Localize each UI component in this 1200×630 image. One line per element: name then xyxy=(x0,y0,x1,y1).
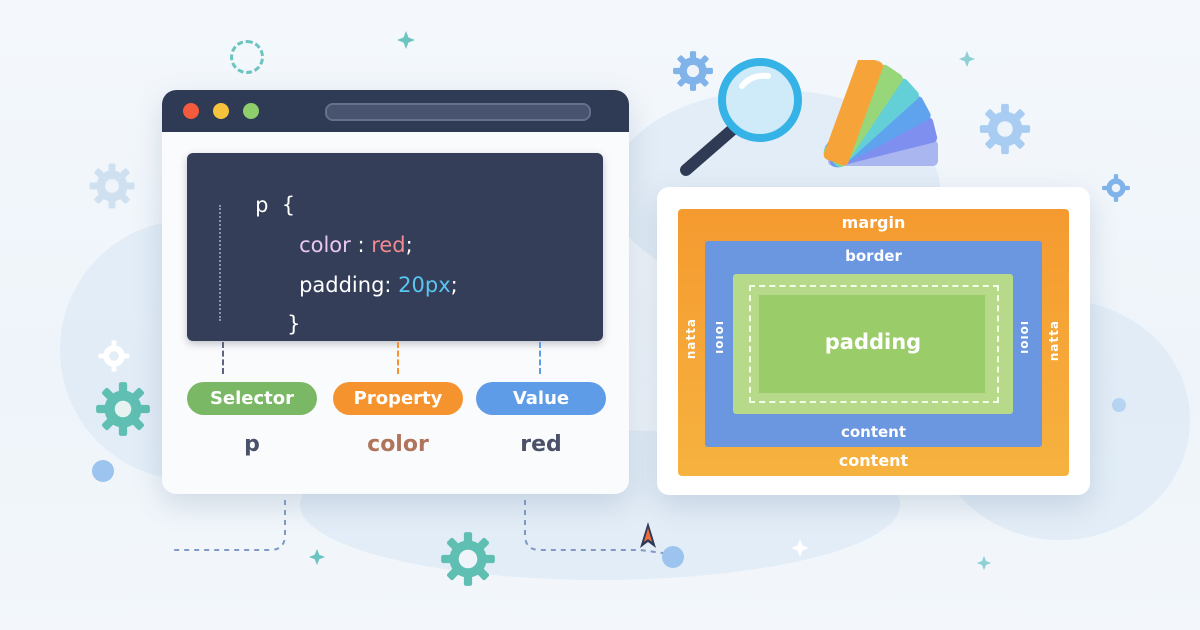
value-pill: Value xyxy=(476,382,606,415)
connector-selector xyxy=(222,342,224,374)
code-colon: : xyxy=(384,273,398,297)
address-bar[interactable] xyxy=(325,103,591,121)
decorative-dot xyxy=(92,460,114,482)
gear-icon xyxy=(96,338,132,374)
border-side-label-right: ıoıoı xyxy=(1018,321,1032,355)
dashed-path xyxy=(160,490,300,560)
selector-pill: Selector xyxy=(187,382,317,415)
margin-label: margin xyxy=(678,213,1069,232)
code-close-brace: } xyxy=(287,312,300,336)
color-swatch-fan-icon xyxy=(818,60,948,176)
box-model-card: margin content ɐʇʇɐu ɐʇʇɐu border conten… xyxy=(657,187,1090,495)
code-semicolon: ; xyxy=(451,273,458,297)
sparkle-icon xyxy=(958,50,976,68)
browser-window: p { color : red; padding: 20px; } Select… xyxy=(162,90,629,494)
code-property: padding xyxy=(299,273,384,297)
sparkle-icon xyxy=(790,538,810,558)
border-side-label-left: ıoıoı xyxy=(713,321,727,355)
connector-value xyxy=(539,342,541,374)
gear-icon xyxy=(437,528,499,590)
box-model-border: border content ıoıoı ıoıoı padding xyxy=(705,241,1042,447)
property-pill: Property xyxy=(333,382,463,415)
decorative-dot xyxy=(1112,398,1126,412)
property-example: color xyxy=(333,432,463,457)
decorative-dot xyxy=(230,40,264,74)
magnifier-icon xyxy=(672,50,812,180)
box-model-margin: margin content ɐʇʇɐu ɐʇʇɐu border conten… xyxy=(678,209,1069,476)
padding-label: padding xyxy=(733,330,1013,354)
window-minimize-dot[interactable] xyxy=(213,103,229,119)
decorative-dot xyxy=(662,546,684,568)
margin-side-label-right: ɐʇʇɐu xyxy=(1048,321,1062,362)
code-value: 20px xyxy=(398,273,450,297)
gear-icon xyxy=(976,100,1034,158)
border-label: border xyxy=(705,247,1042,265)
code-line-close: } xyxy=(247,288,300,360)
window-maximize-dot[interactable] xyxy=(243,103,259,119)
gear-icon xyxy=(1100,172,1132,204)
value-example: red xyxy=(476,432,606,457)
css-code-block: p { color : red; padding: 20px; } xyxy=(187,153,603,341)
gear-icon xyxy=(92,378,154,440)
connector-property xyxy=(397,342,399,374)
box-model-padding: padding xyxy=(733,274,1013,414)
selector-example: p xyxy=(187,432,317,457)
window-close-dot[interactable] xyxy=(183,103,199,119)
sparkle-icon xyxy=(396,30,416,50)
window-titlebar xyxy=(162,90,629,132)
inner-content-label: content xyxy=(705,423,1042,441)
outer-content-label: content xyxy=(678,451,1069,470)
sparkle-icon xyxy=(308,548,326,566)
gear-icon xyxy=(86,160,138,212)
sparkle-icon xyxy=(976,555,992,571)
margin-side-label-left: ɐʇʇɐu xyxy=(685,319,699,360)
